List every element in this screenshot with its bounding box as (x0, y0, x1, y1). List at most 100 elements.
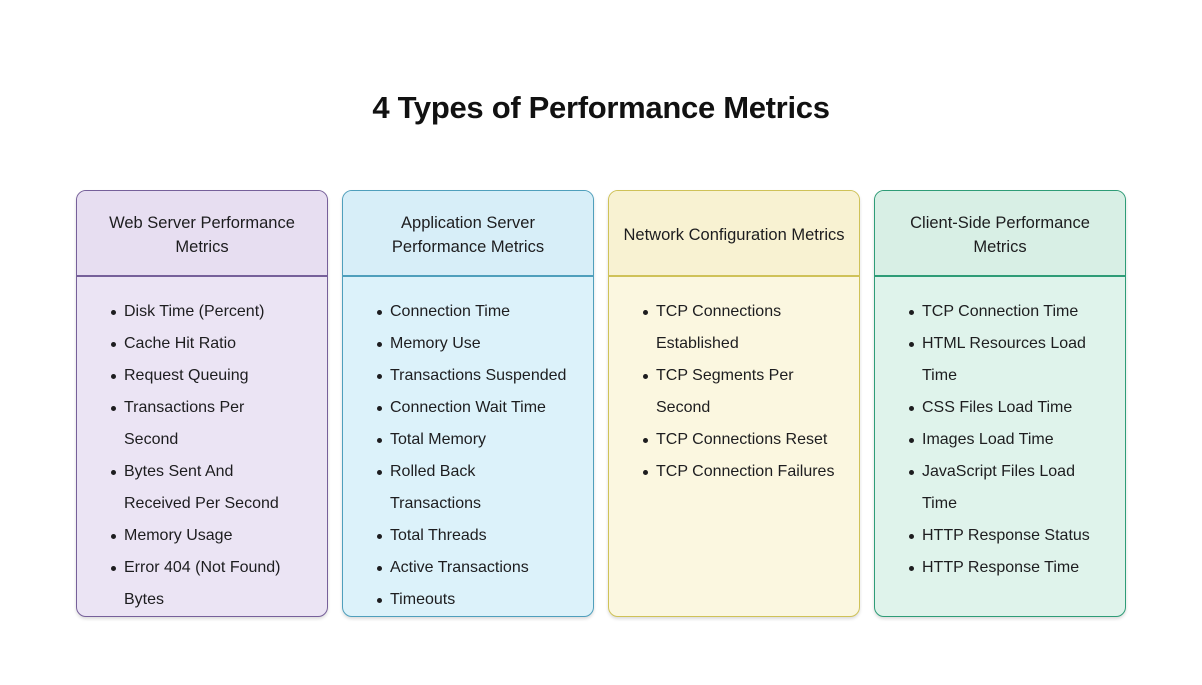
bullet-icon (909, 437, 914, 443)
bullet-icon (111, 405, 116, 411)
bullet-icon (643, 309, 648, 315)
metric-item-label: HTML Resources Load Time (922, 335, 1086, 384)
metric-item-label: TCP Connections Reset (656, 431, 828, 448)
bullet-icon (377, 533, 382, 539)
metric-item: Rolled Back Transactions (376, 456, 569, 520)
metric-item: TCP Connection Time (908, 296, 1101, 328)
metric-item: HTML Resources Load Time (908, 328, 1101, 392)
bullet-icon (377, 341, 382, 347)
card-title: Application Server Performance Metrics (391, 214, 545, 256)
bullet-icon (909, 469, 914, 475)
metric-item: Request Queuing (110, 360, 303, 392)
bullet-icon (377, 309, 382, 315)
bullet-icon (111, 533, 116, 539)
metric-item: Transactions Per Second (110, 392, 303, 456)
metric-item-label: TCP Segments Per Second (656, 367, 794, 416)
metric-item-label: TCP Connection Time (922, 303, 1079, 320)
bullet-icon (111, 341, 116, 347)
metric-item: JavaScript Files Load Time (908, 456, 1101, 520)
bullet-icon (111, 469, 116, 475)
bullet-icon (909, 309, 914, 315)
metric-item-label: Disk Time (Percent) (124, 303, 265, 320)
card-header: Web Server Performance Metrics (77, 191, 327, 277)
metric-item: HTTP Response Status (908, 520, 1101, 552)
metric-item: Connection Wait Time (376, 392, 569, 424)
bullet-icon (643, 373, 648, 379)
card-title: Network Configuration Metrics (623, 226, 845, 244)
metric-item-label: Cache Hit Ratio (124, 335, 237, 352)
metric-item: Disk Time (Percent) (110, 296, 303, 328)
metric-item: Active Transactions (376, 552, 569, 584)
metric-item-label: Bytes Sent And Received Per Second (124, 463, 279, 512)
metric-item-label: Total Threads (390, 527, 487, 544)
metric-item: Timeouts (376, 584, 569, 616)
metric-item-label: Total Memory (390, 431, 487, 448)
metric-item-label: Connection Wait Time (390, 399, 546, 416)
metric-item-label: Transactions Per Second (124, 399, 245, 448)
metric-item-label: TCP Connections Established (656, 303, 782, 352)
metric-item: CSS Files Load Time (908, 392, 1101, 424)
bullet-icon (643, 469, 648, 475)
bullet-icon (377, 597, 382, 603)
card-title: Web Server Performance Metrics (109, 214, 295, 256)
metric-item-label: TCP Connection Failures (656, 463, 835, 480)
metric-item-label: Memory Use (390, 335, 481, 352)
metric-item-label: Timeouts (390, 591, 456, 608)
metric-item-label: Transactions Suspended (390, 367, 567, 384)
metric-item-label: Memory Usage (124, 527, 233, 544)
metric-card: Client-Side Performance Metrics TCP Conn… (874, 190, 1126, 617)
bullet-icon (111, 565, 116, 571)
metric-item-label: Active Transactions (390, 559, 529, 576)
metric-cards-row: Web Server Performance Metrics Disk Time… (76, 190, 1126, 617)
bullet-icon (909, 565, 914, 571)
bullet-icon (377, 405, 382, 411)
metric-item: TCP Connections Reset (642, 424, 835, 456)
metric-item: Total Threads (376, 520, 569, 552)
metric-item-label: Images Load Time (922, 431, 1054, 448)
bullet-icon (111, 373, 116, 379)
bullet-icon (909, 341, 914, 347)
card-header: Network Configuration Metrics (609, 191, 859, 277)
metric-item: Connection Time (376, 296, 569, 328)
bullet-icon (909, 533, 914, 539)
metric-card: Application Server Performance Metrics C… (342, 190, 594, 617)
metric-item-label: HTTP Response Status (922, 527, 1090, 544)
metric-item-label: Error 404 (Not Found) Bytes (124, 559, 281, 608)
bullet-icon (643, 437, 648, 443)
metric-item-label: Rolled Back Transactions (390, 463, 481, 512)
metric-item-label: CSS Files Load Time (922, 399, 1073, 416)
card-header: Application Server Performance Metrics (343, 191, 593, 277)
metric-card: Web Server Performance Metrics Disk Time… (76, 190, 328, 617)
metric-item: Error 404 (Not Found) Bytes (110, 552, 303, 616)
metric-item: Bytes Sent And Received Per Second (110, 456, 303, 520)
card-title: Client-Side Performance Metrics (910, 214, 1090, 256)
metric-item: TCP Connections Established (642, 296, 835, 360)
bullet-icon (111, 309, 116, 315)
metric-item: TCP Connection Failures (642, 456, 835, 488)
metric-item: Total Memory (376, 424, 569, 456)
metric-item-label: Connection Time (390, 303, 511, 320)
metric-item: TCP Segments Per Second (642, 360, 835, 424)
metric-item: HTTP Response Time (908, 552, 1101, 584)
metric-item-label: HTTP Response Time (922, 559, 1080, 576)
bullet-icon (377, 565, 382, 571)
metric-card: Network Configuration Metrics TCP Connec… (608, 190, 860, 617)
metric-item-label: JavaScript Files Load Time (922, 463, 1075, 512)
metric-item: Transactions Suspended (376, 360, 569, 392)
bullet-icon (377, 437, 382, 443)
metric-item: Cache Hit Ratio (110, 328, 303, 360)
bullet-icon (377, 469, 382, 475)
card-header: Client-Side Performance Metrics (875, 191, 1125, 277)
metric-item: Memory Use (376, 328, 569, 360)
metric-item-label: Request Queuing (124, 367, 249, 384)
page-title: 4 Types of Performance Metrics (372, 90, 830, 125)
